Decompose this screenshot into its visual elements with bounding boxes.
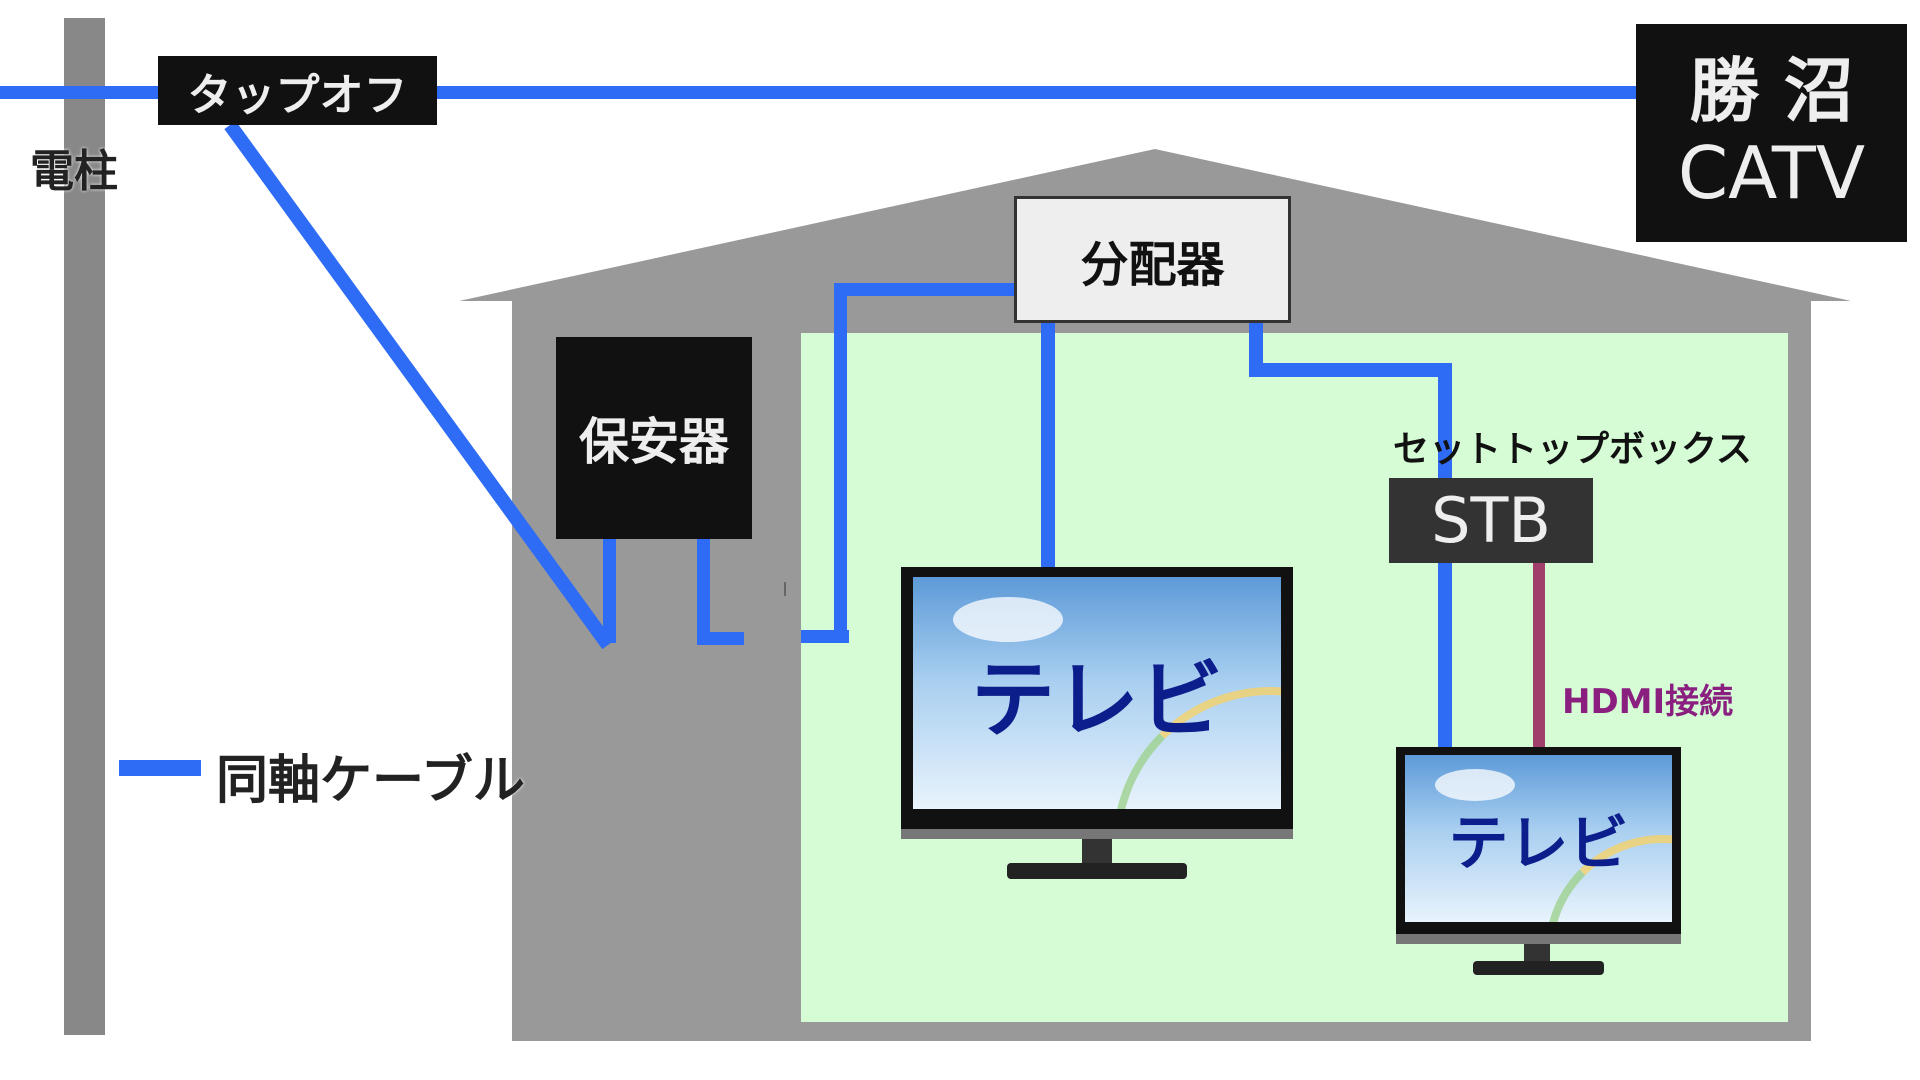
- television-1: テレビ: [901, 567, 1293, 882]
- legend-coax-label: 同軸ケーブル: [216, 751, 525, 811]
- splitter-to-tv1: [1041, 321, 1055, 569]
- hdmi-label: HDMI接続: [1562, 682, 1734, 722]
- catv-provider-box: 勝 沼 CATV: [1636, 24, 1907, 242]
- stb-caption: セットトップボックス: [1393, 429, 1752, 470]
- wall-mark: [784, 582, 786, 596]
- splitter-box: 分配器: [1014, 196, 1291, 323]
- tv-neck: [1524, 944, 1550, 964]
- tv-stand: [1473, 961, 1604, 975]
- tv2-label: テレビ: [1448, 809, 1629, 879]
- utility-pole: [64, 18, 105, 1035]
- protector-box: 保安器: [556, 337, 752, 539]
- tv-screen: テレビ: [913, 577, 1281, 809]
- tap-off-box: タップオフ: [158, 56, 437, 125]
- tv-screen: テレビ: [1405, 755, 1672, 922]
- tv-neck: [1082, 839, 1112, 865]
- television-2: テレビ: [1396, 747, 1681, 977]
- tv-stand: [1007, 863, 1187, 879]
- provider-name: 勝 沼: [1689, 50, 1854, 133]
- protector-in-cable: [603, 539, 616, 643]
- provider-catv: CATV: [1677, 130, 1866, 215]
- indoor-cable-h2: [834, 283, 1016, 296]
- pole-label: 電柱: [30, 146, 118, 197]
- cloud: [953, 597, 1063, 642]
- protector-out-cable-h: [697, 632, 744, 645]
- stb-box: STB: [1389, 478, 1593, 563]
- indoor-cable-v1: [834, 283, 847, 643]
- tv1-label: テレビ: [970, 650, 1223, 749]
- protector-out-cable-v: [697, 539, 710, 645]
- cloud: [1435, 769, 1515, 801]
- hdmi-cable: [1533, 563, 1545, 749]
- legend-coax-swatch: [119, 760, 201, 776]
- splitter-to-stb-h: [1249, 363, 1451, 377]
